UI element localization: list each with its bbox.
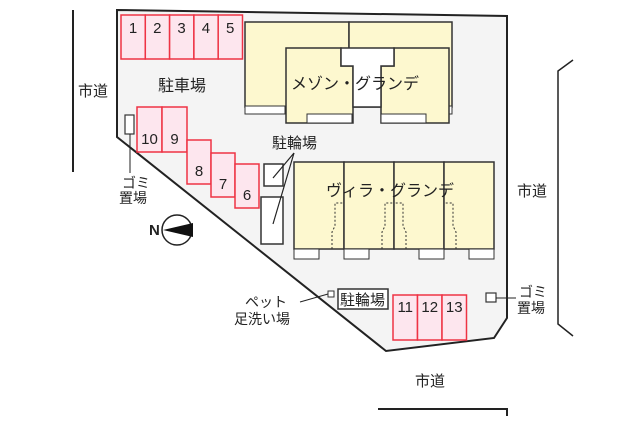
garbage-west-label-2: 置場: [119, 191, 147, 207]
garbage-east-label-1: ゴミ: [519, 284, 547, 301]
garbage-box-east: [485, 292, 497, 303]
bicycle-parking-box-1: [263, 163, 284, 187]
bicycle-leader-1: [272, 152, 295, 179]
bicycle-parking-box-2: [260, 196, 284, 245]
parking-space-box: [234, 163, 260, 209]
parking-space: 5: [217, 14, 244, 60]
parking-row-bottom: 11 12 13: [392, 294, 468, 341]
parking-space: 2: [144, 14, 171, 60]
parking-space-box: [144, 14, 171, 60]
east-road-line: [557, 59, 574, 337]
parking-space-box: [392, 294, 419, 341]
bicycle-parking-label-lower: 駐輪場: [340, 291, 385, 309]
garbage-box-west: [124, 114, 135, 135]
garbage-west-label-1: ゴミ: [122, 175, 150, 192]
compass-north-icon: N: [149, 214, 193, 246]
parking-space: 11: [392, 294, 419, 341]
parking-space-box: [193, 14, 219, 60]
road-label-west: 市道: [78, 82, 108, 100]
parking-space: 3: [168, 14, 195, 60]
road-label-south: 市道: [415, 372, 445, 390]
parking-space-number: 8: [195, 163, 203, 180]
parking-lot-label: 駐車場: [158, 76, 206, 95]
parking-space: 9: [161, 106, 188, 153]
parking-space-number: 9: [170, 131, 178, 148]
building-villa-grande: [293, 161, 495, 260]
parking-space-box: [217, 14, 244, 60]
building-name-north: メゾン・グランデ: [291, 74, 419, 93]
bicycle-parking-label-upper: 駐輪場: [272, 134, 317, 152]
pet-wash-label-1: ペット: [245, 295, 287, 311]
building-maison-grande: [244, 21, 453, 124]
bicycle-parking-box-lower: [337, 288, 389, 310]
parking-space-number: 3: [177, 20, 185, 37]
building-name-south: ヴィラ・グランデ: [326, 181, 454, 200]
parking-space: 1: [120, 14, 147, 60]
parking-space-box: [210, 152, 236, 198]
parking-space-number: 12: [421, 299, 438, 316]
compass-label: N: [149, 222, 160, 239]
parking-space-number: 11: [397, 299, 413, 316]
parking-space: 6: [234, 163, 260, 209]
parking-space-number: 10: [141, 131, 158, 148]
parking-space: 4: [193, 14, 219, 60]
garbage-east-label-2: 置場: [517, 301, 545, 317]
parking-space-number: 4: [202, 20, 210, 37]
pet-wash-box: [327, 290, 335, 298]
parking-space: 7: [210, 152, 236, 198]
parking-space: 10: [136, 106, 163, 153]
south-road-line: [378, 408, 508, 416]
parking-space-box: [161, 106, 188, 153]
parking-space: 12: [416, 294, 443, 341]
pet-wash-leader: [299, 293, 329, 303]
pet-wash-label-2: 足洗い場: [234, 312, 290, 328]
parking-space-box: [441, 294, 468, 341]
parking-space-box: [416, 294, 443, 341]
parking-space-number: 2: [153, 20, 161, 37]
parking-space-number: 6: [243, 187, 251, 204]
parking-space-number: 1: [129, 20, 137, 37]
parking-space-number: 13: [446, 299, 463, 316]
parking-space-number: 5: [226, 20, 234, 37]
parking-space-box: [168, 14, 195, 60]
parking-space: 8: [186, 139, 212, 185]
parking-space: 13: [441, 294, 468, 341]
bicycle-leader-2: [272, 152, 295, 225]
parking-space-number: 7: [219, 176, 227, 193]
road-label-east: 市道: [517, 182, 547, 200]
